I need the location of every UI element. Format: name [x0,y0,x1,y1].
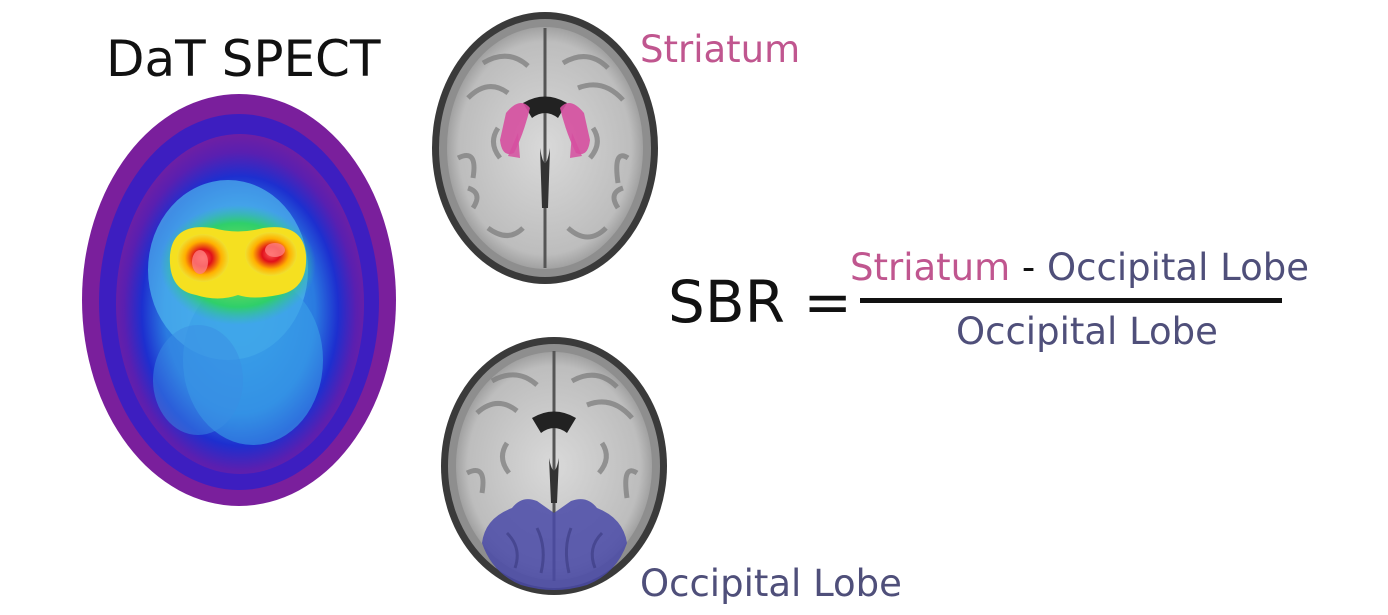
formula-lhs: SBR = [668,268,852,336]
spect-scan-image [78,90,400,510]
numerator-striatum: Striatum [850,246,1011,289]
striatum-label: Striatum [640,28,801,71]
spect-title: DaT SPECT [106,30,381,88]
brain-mri-striatum-image [428,8,662,288]
numerator-occipital: Occipital Lobe [1047,246,1309,289]
brain-mri-occipital-image [437,333,671,599]
fraction-bar [860,298,1282,303]
formula-denominator: Occipital Lobe [956,310,1218,353]
numerator-minus: - [1010,246,1048,289]
formula-numerator: Striatum - Occipital Lobe [850,246,1309,289]
occipital-lobe-label: Occipital Lobe [640,562,902,605]
